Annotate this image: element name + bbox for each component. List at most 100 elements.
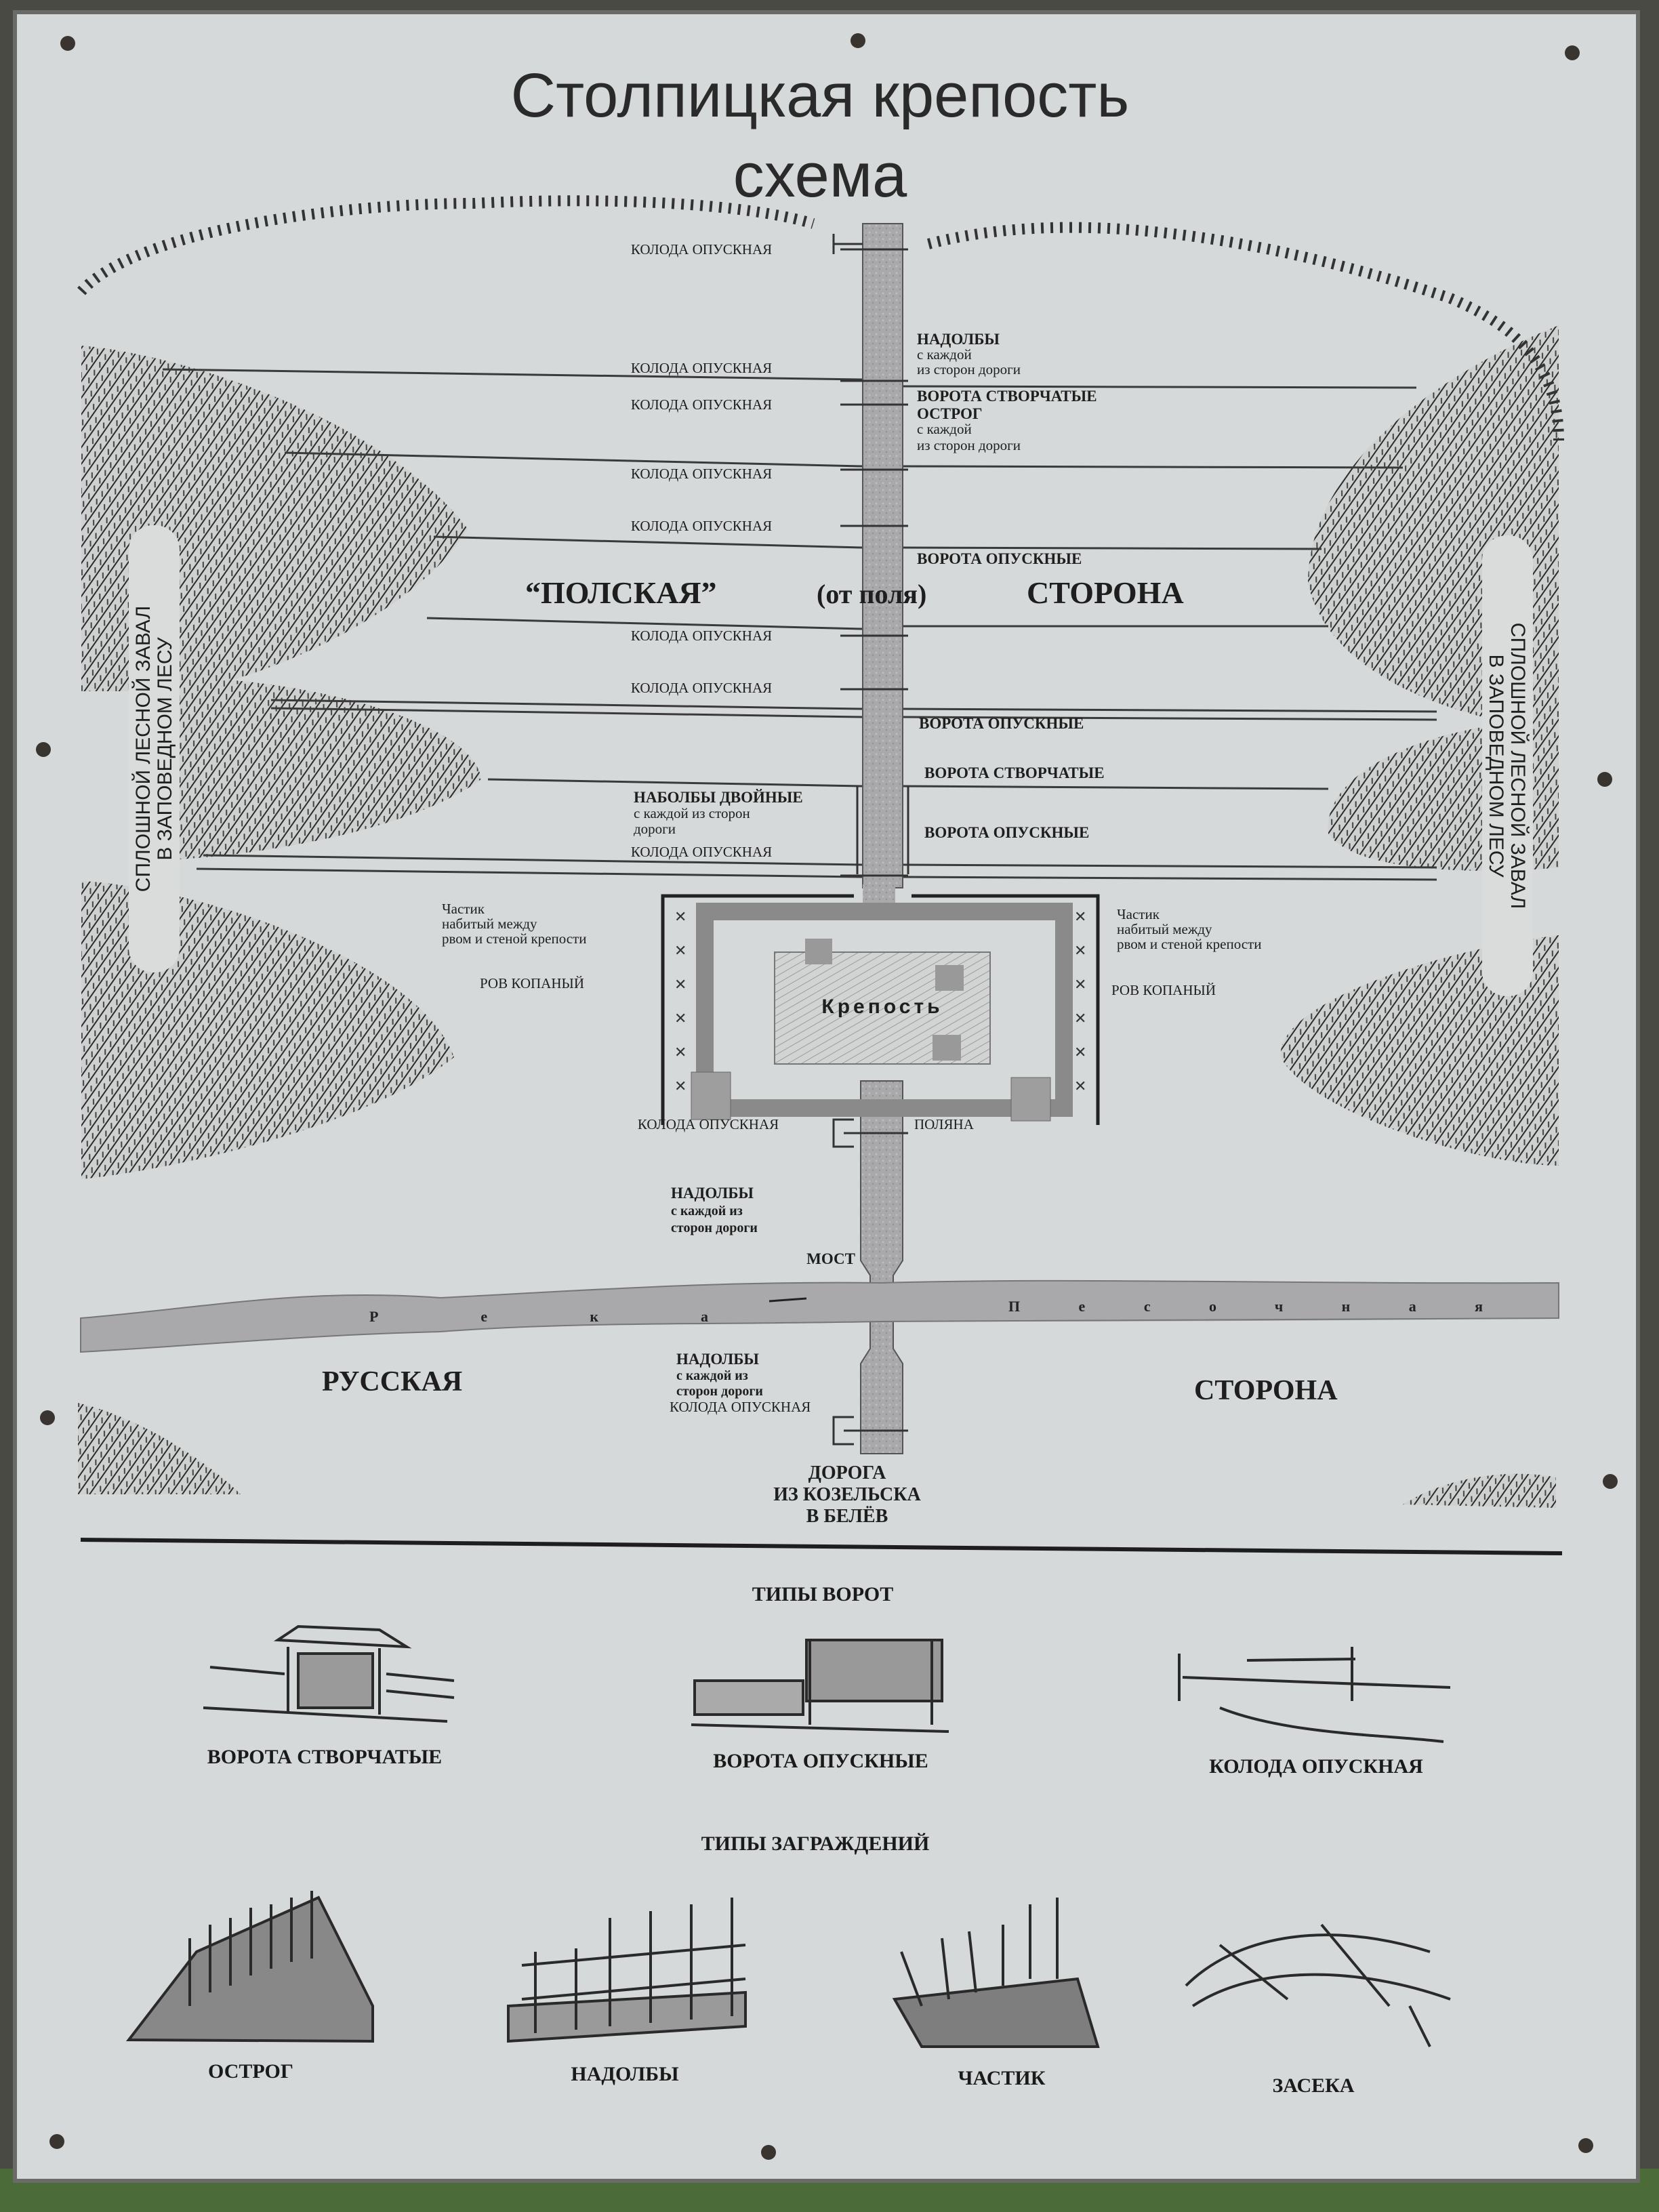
chastik-marks: ✕✕✕✕✕✕ ✕✕✕✕✕✕: [674, 909, 1086, 1095]
label-koloda: КОЛОДА ОПУСКНАЯ: [631, 628, 772, 644]
label-koloda: КОЛОДА ОПУСКНАЯ: [631, 844, 772, 860]
label-chastik: Частик: [1117, 906, 1160, 922]
svg-text:✕: ✕: [674, 909, 687, 926]
corner-tower: [1010, 1077, 1051, 1122]
label-koloda: КОЛОДА ОПУСКНАЯ: [631, 466, 772, 482]
label-vorota: ВОРОТА СТВОРЧАТЫЕ: [917, 388, 1097, 405]
barrier-type-zaseka: ЗАСЕКА: [1272, 2074, 1354, 2097]
label-text: рвом и стеной крепости: [442, 930, 586, 947]
side-right-line-1: СПЛОШНОЙ ЛЕСНОЙ ЗАВАЛ: [1507, 623, 1530, 909]
label-koloda: КОЛОДА ОПУСКНАЯ: [631, 360, 772, 376]
label-koloda: КОЛОДА ОПУСКНАЯ: [631, 680, 772, 696]
moat-outline: [661, 894, 1100, 1125]
label-polyana: ПОЛЯНА: [914, 1116, 975, 1132]
tower: [935, 965, 964, 991]
left-labels: КОЛОДА ОПУСКНАЯ КОЛОДА ОПУСКНАЯ КОЛОДА О…: [631, 241, 803, 860]
label-text: с каждой из сторон: [634, 805, 750, 821]
screw-icon: [1578, 2138, 1593, 2153]
fortress-wall: [696, 903, 1073, 1117]
forest-left-4: [78, 1403, 241, 1494]
label-nadolby-double: НАБОЛБЫ ДВОЙНЫЕ: [634, 789, 803, 806]
svg-text:✕: ✕: [674, 1078, 687, 1095]
screw-icon: [49, 2134, 64, 2149]
gates-types-title: ТИПЫ ВОРОТ: [752, 1583, 893, 1605]
svg-text:✕: ✕: [1074, 1078, 1086, 1095]
screw-icon: [851, 33, 865, 48]
label-vorota: ВОРОТА ОПУСКНЫЕ: [924, 824, 1089, 841]
svg-text:✕: ✕: [1074, 977, 1086, 994]
svg-text:✕: ✕: [674, 943, 687, 960]
side-label-right-box: [1482, 535, 1533, 996]
ot-polya-word: (от поля): [817, 579, 926, 609]
barrier-illustrations: [125, 1891, 1451, 2048]
fortress-labels: Частик набитый между рвом и стеной крепо…: [442, 901, 1261, 1132]
label-nadolby: НАДОЛБЫ: [676, 1351, 759, 1368]
label-text: набитый между: [1117, 921, 1212, 937]
label-rov: РОВ КОПАНЫЙ: [480, 975, 584, 991]
forest-right-4: [1403, 1473, 1556, 1508]
label-text: дороги: [634, 821, 676, 837]
svg-text:✕: ✕: [674, 1044, 687, 1061]
fortress-name: Крепость: [821, 996, 943, 1018]
label-vorota: ВОРОТА СТВОРЧАТЫЕ: [924, 764, 1105, 781]
label-vorota: ВОРОТА ОПУСКНЫЕ: [917, 550, 1082, 567]
tower: [805, 939, 832, 964]
label-nadolby: НАДОЛБЫ: [917, 331, 1000, 348]
label-text: с каждой из: [676, 1368, 748, 1383]
zaseka-icon: [1185, 1923, 1451, 2047]
tower: [933, 1035, 961, 1061]
gate-lift-icon: [691, 1639, 949, 1733]
label-text: с каждой: [917, 421, 972, 437]
chastik-icon: [892, 1898, 1100, 2048]
road-label-3: В БЕЛЁВ: [806, 1506, 888, 1527]
south-labels: НАДОЛБЫ с каждой из сторон дороги МОСТ Р…: [322, 1185, 1338, 1527]
road-north: [862, 223, 903, 888]
gate-type-log: КОЛОДА ОПУСКНАЯ: [1209, 1755, 1423, 1778]
barrier-type-ostrog: ОСТРОГ: [208, 2060, 293, 2083]
fortress-plan: ✕✕✕✕✕✕ ✕✕✕✕✕✕: [661, 894, 1100, 1125]
label-rov: РОВ КОПАНЫЙ: [1111, 982, 1216, 998]
label-koloda: КОЛОДА ОПУСКНАЯ: [670, 1399, 811, 1415]
screw-icon: [1565, 45, 1580, 60]
forest-right-3: [1280, 935, 1559, 1166]
side-label-left-box: [129, 525, 180, 972]
label-text: из сторон дороги: [917, 361, 1021, 377]
section-divider: [80, 1538, 1563, 1555]
label-text: рвом и стеной крепости: [1117, 936, 1261, 952]
road-label-2: ИЗ КОЗЕЛЬСКА: [773, 1484, 921, 1505]
screw-icon: [1603, 1474, 1618, 1489]
barrier-lines: [162, 368, 1437, 881]
forest-edge-top-left: [77, 195, 815, 295]
label-text: с каждой: [917, 346, 972, 363]
corner-tower: [691, 1071, 731, 1120]
label-text: из сторон дороги: [917, 437, 1021, 453]
barrier-type-chastik: ЧАСТИК: [958, 2067, 1046, 2089]
svg-text:✕: ✕: [1074, 1010, 1086, 1027]
label-most: МОСТ: [806, 1250, 855, 1267]
side-left-line-2: В ЗАПОВЕДНОМ ЛЕСУ: [154, 636, 176, 860]
screw-icon: [40, 1410, 55, 1425]
river-flow-arrow-icon: [769, 1297, 807, 1303]
barriers-types-title: ТИПЫ ЗАГРАЖДЕНИЙ: [701, 1832, 930, 1855]
polskaya-word: “ПОЛСКАЯ”: [525, 575, 717, 610]
label-koloda: КОЛОДА ОПУСКНАЯ: [631, 241, 772, 258]
ostrog-icon: [125, 1891, 374, 2043]
screws: [36, 33, 1618, 2160]
gate-marks: [832, 234, 909, 1446]
gate-log-barrier-icon: [1178, 1647, 1451, 1743]
nadolby-icon: [507, 1898, 747, 2043]
gate-type-lift: ВОРОТА ОПУСКНЫЕ: [713, 1750, 928, 1772]
storona-word: СТОРОНА: [1027, 575, 1184, 610]
label-chastik: Частик: [442, 901, 485, 917]
screw-icon: [36, 742, 51, 757]
label-text: с каждой из: [671, 1204, 743, 1218]
svg-text:✕: ✕: [1074, 909, 1086, 926]
screw-icon: [1597, 772, 1612, 787]
side-right-line-2: В ЗАПОВЕДНОМ ЛЕСУ: [1485, 654, 1507, 878]
label-text: сторон дороги: [671, 1221, 758, 1235]
svg-text:✕: ✕: [674, 1010, 687, 1027]
svg-text:✕: ✕: [674, 977, 687, 994]
label-ostrog: ОСТРОГ: [917, 405, 983, 422]
